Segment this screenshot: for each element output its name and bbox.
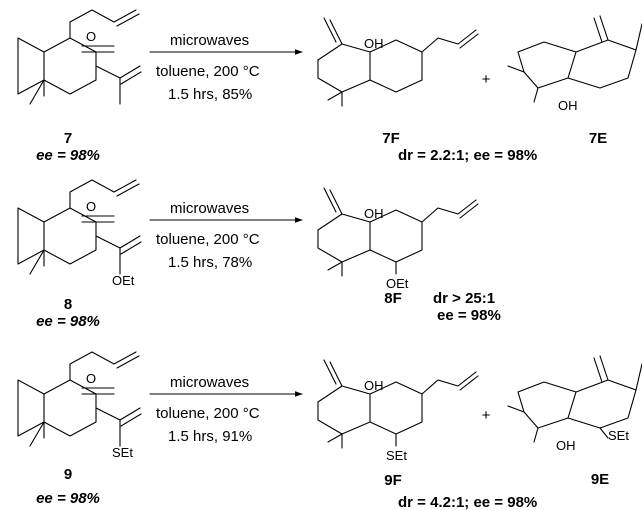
- product-7F-structure: OH: [317, 17, 479, 107]
- compound-label-9: 9: [64, 466, 72, 483]
- ethylthio-label: SEt: [608, 428, 629, 443]
- plus-sign-1: +: [482, 71, 491, 88]
- compound-label-8F: 8F: [384, 290, 402, 307]
- oxygen-label: O: [86, 29, 96, 44]
- compound-label-8: 8: [64, 296, 72, 313]
- ethoxy-label: OEt: [112, 273, 135, 288]
- compound-label-9E: 9E: [591, 471, 609, 488]
- dr-value-2: dr > 25:1: [433, 290, 495, 307]
- oxygen-label: O: [86, 199, 96, 214]
- oxygen-label: O: [86, 371, 96, 386]
- hydroxyl-label: OH: [556, 438, 576, 453]
- reactant-9-structure: O SEt: [17, 351, 142, 460]
- reactant-ee-7: ee = 98%: [36, 147, 100, 164]
- stats-row-3: dr = 4.2:1; ee = 98%: [398, 494, 537, 510]
- condition-solvent-temp-1: toluene, 200 °C: [156, 63, 260, 80]
- reactant-ee-8: ee = 98%: [36, 313, 100, 330]
- product-7E-structure: OH: [507, 5, 642, 113]
- condition-time-yield-2: 1.5 hrs, 78%: [168, 254, 252, 271]
- compound-label-7F: 7F: [382, 130, 400, 147]
- product-9F-structure: OH SEt: [317, 359, 479, 463]
- condition-solvent-temp-3: toluene, 200 °C: [156, 405, 260, 422]
- row-3: O SEt 9 ee = 98% microwaves toluene, 200…: [17, 345, 642, 510]
- reactant-ee-9: ee = 98%: [36, 490, 100, 507]
- product-9E-structure: OH SEt: [507, 345, 642, 453]
- hydroxyl-label: OH: [364, 378, 384, 393]
- reactant-8-structure: O OEt: [17, 179, 142, 288]
- hydroxyl-label: OH: [558, 98, 578, 113]
- condition-microwaves-3: microwaves: [170, 374, 249, 391]
- condition-microwaves-1: microwaves: [170, 32, 249, 49]
- condition-solvent-temp-2: toluene, 200 °C: [156, 231, 260, 248]
- condition-microwaves-2: microwaves: [170, 200, 249, 217]
- ethoxy-label: OEt: [386, 276, 409, 291]
- row-1: O 7 ee = 98% microwaves toluene, 200 °C …: [17, 5, 642, 164]
- condition-time-yield-3: 1.5 hrs, 91%: [168, 428, 252, 445]
- ethylthio-label: SEt: [386, 448, 407, 463]
- hydroxyl-label: OH: [364, 206, 384, 221]
- product-8F-structure: OH OEt: [317, 187, 479, 291]
- ethylthio-label: SEt: [112, 445, 133, 460]
- condition-time-yield-1: 1.5 hrs, 85%: [168, 86, 252, 103]
- compound-label-9F: 9F: [384, 472, 402, 489]
- hydroxyl-label: OH: [364, 36, 384, 51]
- compound-label-7E: 7E: [589, 130, 607, 147]
- plus-sign-3: +: [482, 407, 491, 424]
- reactant-7-structure: O: [17, 9, 142, 105]
- row-2: O OEt 8 ee = 98% microwaves toluene, 200…: [17, 179, 501, 330]
- stats-row-1: dr = 2.2:1; ee = 98%: [398, 147, 537, 164]
- compound-label-7: 7: [64, 130, 72, 147]
- ee-value-2: ee = 98%: [437, 307, 501, 324]
